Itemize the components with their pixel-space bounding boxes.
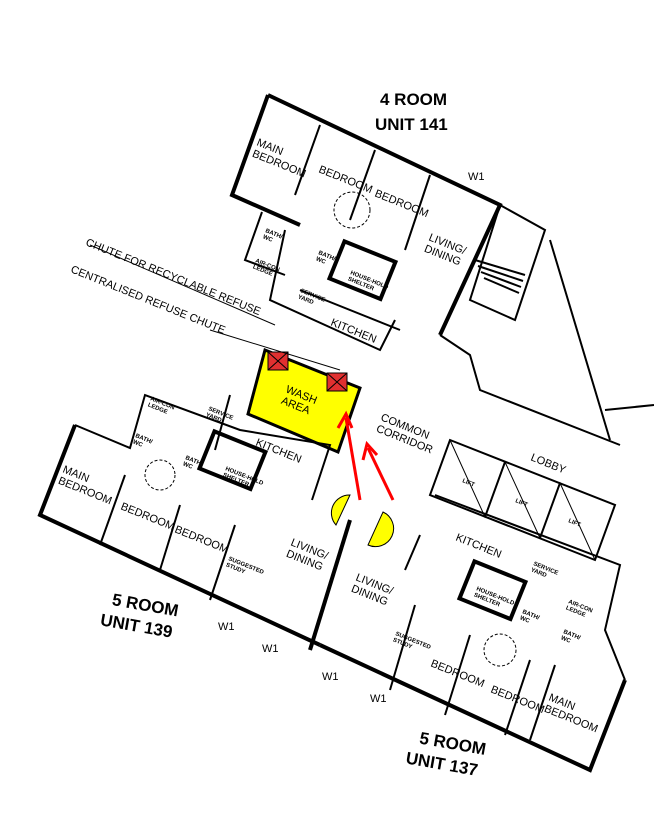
room-label: SERVICEYARD (205, 406, 234, 428)
lift-label: LIFT (567, 518, 581, 528)
room-label: LIVING/DINING (349, 572, 395, 609)
room-label: SERVICEYARD (530, 561, 559, 583)
room-label: HOUSE-HOLDSHELTER (473, 586, 516, 613)
room-label: BEDROOM (489, 684, 546, 716)
window-label: W1 (468, 171, 485, 183)
room-label: BEDROOM (119, 501, 176, 533)
room-label: SUGGESTEDSTUDY (225, 556, 265, 582)
room-label: AIR-CONLEDGE (147, 396, 176, 417)
room-label: BEDROOM (317, 164, 374, 196)
staircase (468, 203, 654, 441)
room-label: BEDROOM (373, 188, 430, 220)
refuse-chute (326, 372, 348, 392)
room-label: MAINBEDROOM (56, 464, 118, 508)
room-label: KITCHEN (329, 317, 378, 346)
room-label: MAINBEDROOM (542, 692, 604, 736)
unit-141-name: UNIT 141 (375, 115, 448, 134)
window-label: W1 (322, 671, 339, 683)
room-label: BATH/WC (182, 455, 204, 474)
room-label: LIVING/DINING (422, 232, 468, 269)
window-label: W1 (370, 693, 387, 705)
room-label: SERVICEYARD (297, 288, 326, 310)
door-unit-139[interactable] (330, 494, 351, 526)
door-unit-137[interactable] (367, 511, 395, 548)
unit-141-type: 4 ROOM (380, 90, 447, 109)
window-label: W1 (218, 621, 235, 633)
route-arrows (336, 410, 395, 501)
room-label: BATH/WC (560, 629, 582, 648)
room-label: LIVING/DINING (284, 537, 330, 574)
lift-label: LIFT (514, 498, 528, 508)
recyclable-chute (267, 351, 289, 371)
room-label: BEDROOM (429, 658, 486, 690)
leader-line (209, 329, 341, 371)
leader-line (89, 244, 276, 326)
common-corridor-label: COMMONCORRIDOR (374, 412, 439, 457)
room-label: BATH/WC (262, 228, 284, 247)
room-label: KITCHEN (454, 532, 503, 561)
unit-141-walls (229, 93, 621, 446)
refuse-chute-label: CENTRALISED REFUSE CHUTE (69, 264, 227, 337)
room-label: MAINBEDROOM (250, 137, 312, 181)
room-label: BATH/WC (132, 433, 154, 452)
unit-139-walls (37, 393, 352, 651)
room-label: AIR-CONLEDGE (565, 599, 594, 620)
unit-137-walls (319, 494, 627, 773)
lift-label: LIFT (461, 478, 475, 488)
room-label: BEDROOM (173, 524, 230, 556)
room-label: BATH/WC (519, 609, 541, 628)
room-label: SUGGESTEDSTUDY (392, 631, 432, 657)
window-label: W1 (262, 643, 279, 655)
lift-lobby (428, 438, 617, 562)
